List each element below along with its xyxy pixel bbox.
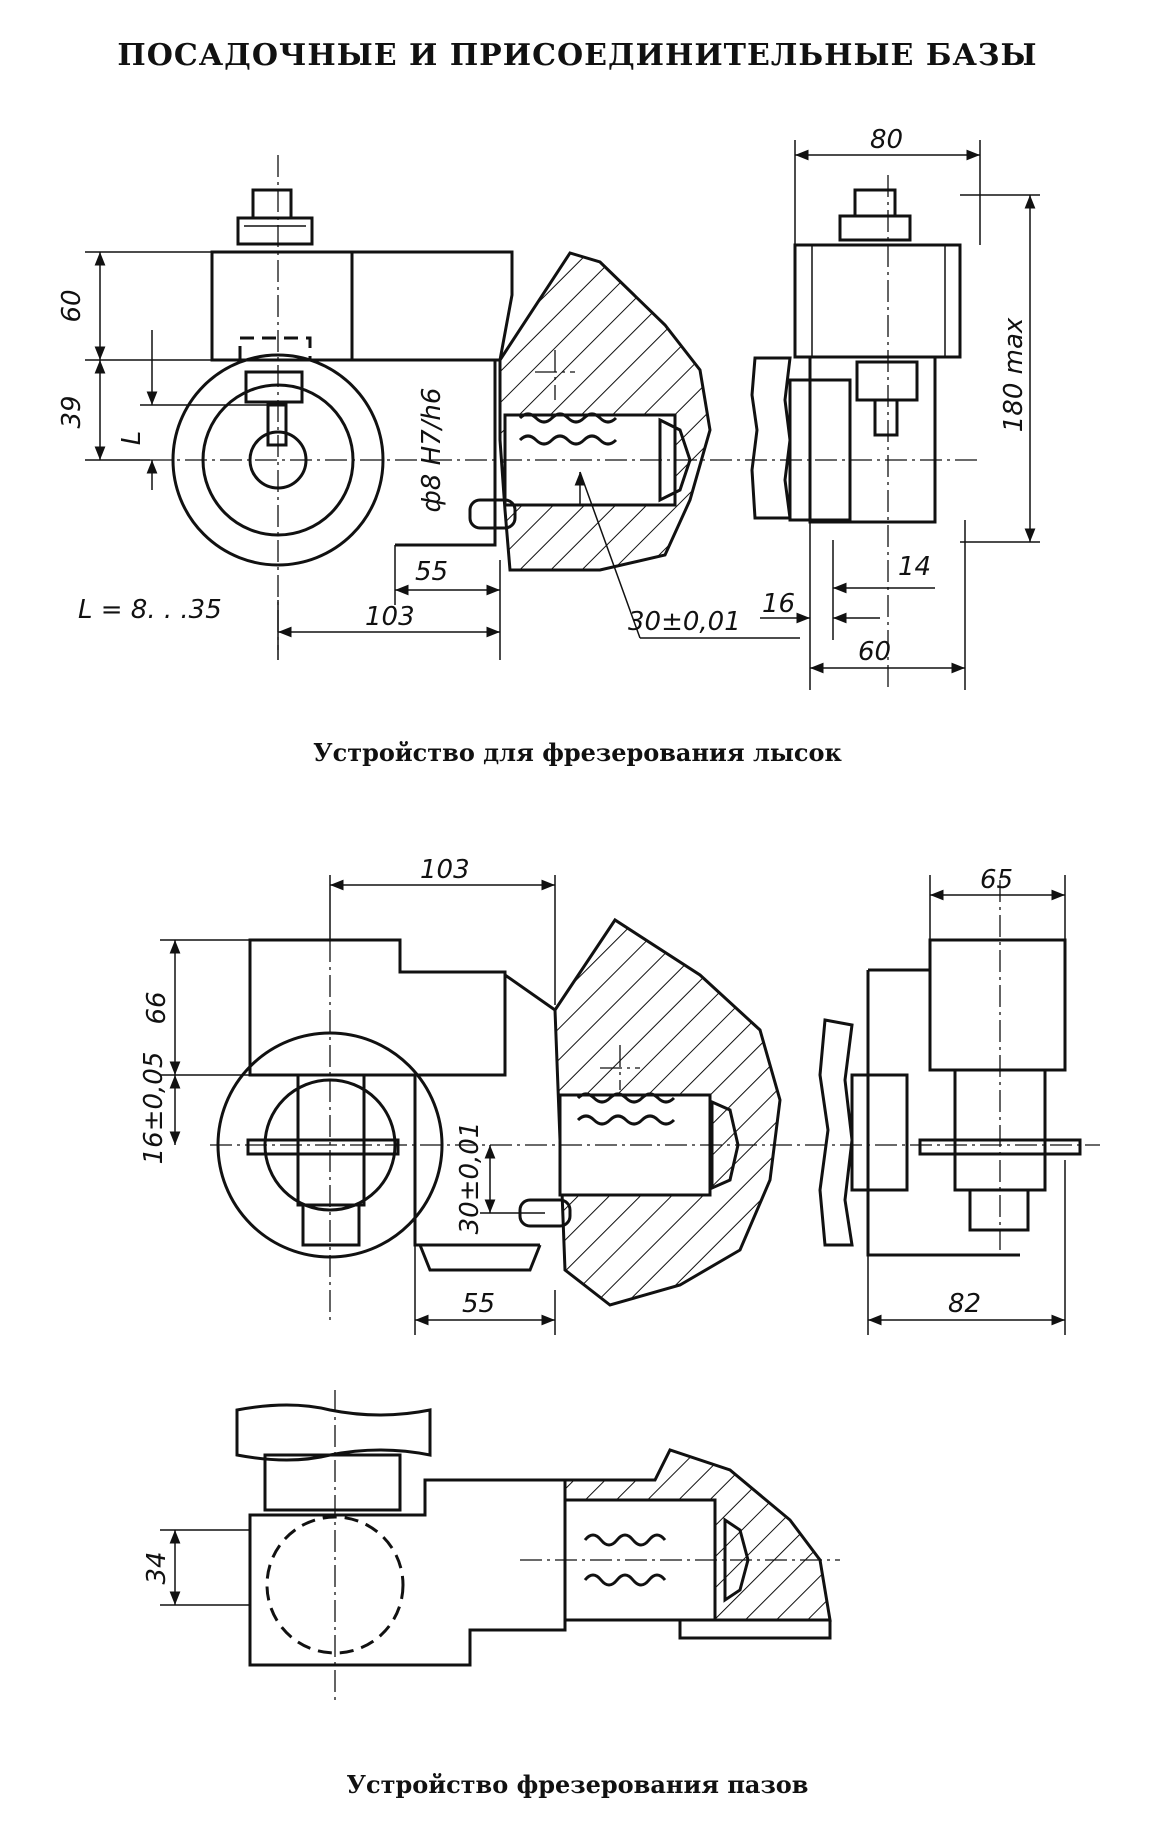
dim-60-vertical: 60 xyxy=(57,289,87,322)
dim-180-max: 180 max xyxy=(999,317,1029,432)
page-title: ПОСАДОЧНЫЕ И ПРИСОЕДИНИТЕЛЬНЫЕ БАЗЫ xyxy=(117,38,1038,73)
dim-30-tolerance: 30±0,01 xyxy=(628,607,741,637)
dim-16: 16 xyxy=(762,589,795,619)
dim-14: 14 xyxy=(898,552,931,582)
dim-fit-8-H7-h6: ф8 H7/h6 xyxy=(417,388,447,513)
dim-103: 103 xyxy=(420,855,470,885)
dim-34: 34 xyxy=(142,1551,172,1584)
drawing-2-side-view xyxy=(818,880,1082,1257)
dim-103: 103 xyxy=(365,602,415,632)
dim-66: 66 xyxy=(142,991,172,1024)
caption-slot-milling: Устройство фрезерования пазов xyxy=(346,1770,809,1799)
dim-82: 82 xyxy=(948,1289,981,1319)
dim-55: 55 xyxy=(462,1289,495,1319)
dim-80: 80 xyxy=(870,125,903,155)
dim-30-tolerance: 30±0,01 xyxy=(455,1122,485,1235)
dim-39: 39 xyxy=(57,395,87,428)
dim-L-range: L = 8. . .35 xyxy=(78,595,222,625)
drawing-1-side-view xyxy=(750,175,962,690)
drawing-1-dimension-labels: 80 180 max 60 39 L ф8 H7/h6 55 103 L = 8… xyxy=(57,125,1029,667)
dim-16-tolerance: 16±0,05 xyxy=(139,1052,169,1165)
drawing-3-slot-detail: 34 xyxy=(142,1390,840,1700)
dim-55: 55 xyxy=(415,557,448,587)
dim-65: 65 xyxy=(980,865,1013,895)
drawing-2-dimension-labels: 103 66 16±0,05 30±0,01 55 65 82 xyxy=(139,855,1013,1319)
drawing-1-milling-flats: 80 180 max 60 39 L ф8 H7/h6 55 103 L = 8… xyxy=(57,125,1040,690)
dim-60-horizontal: 60 xyxy=(858,637,891,667)
drawing-2-dimensions xyxy=(160,875,1066,1335)
drawing-2-milling-slots: 103 66 16±0,05 30±0,01 55 65 82 xyxy=(139,855,1100,1335)
caption-flat-milling: Устройство для фрезерования лысок xyxy=(313,738,842,767)
drawing-2-front-view xyxy=(210,917,1100,1320)
drawing-1-front-view xyxy=(150,155,980,650)
dim-L: L xyxy=(117,431,147,446)
drawing-1-dimensions xyxy=(85,140,1040,690)
